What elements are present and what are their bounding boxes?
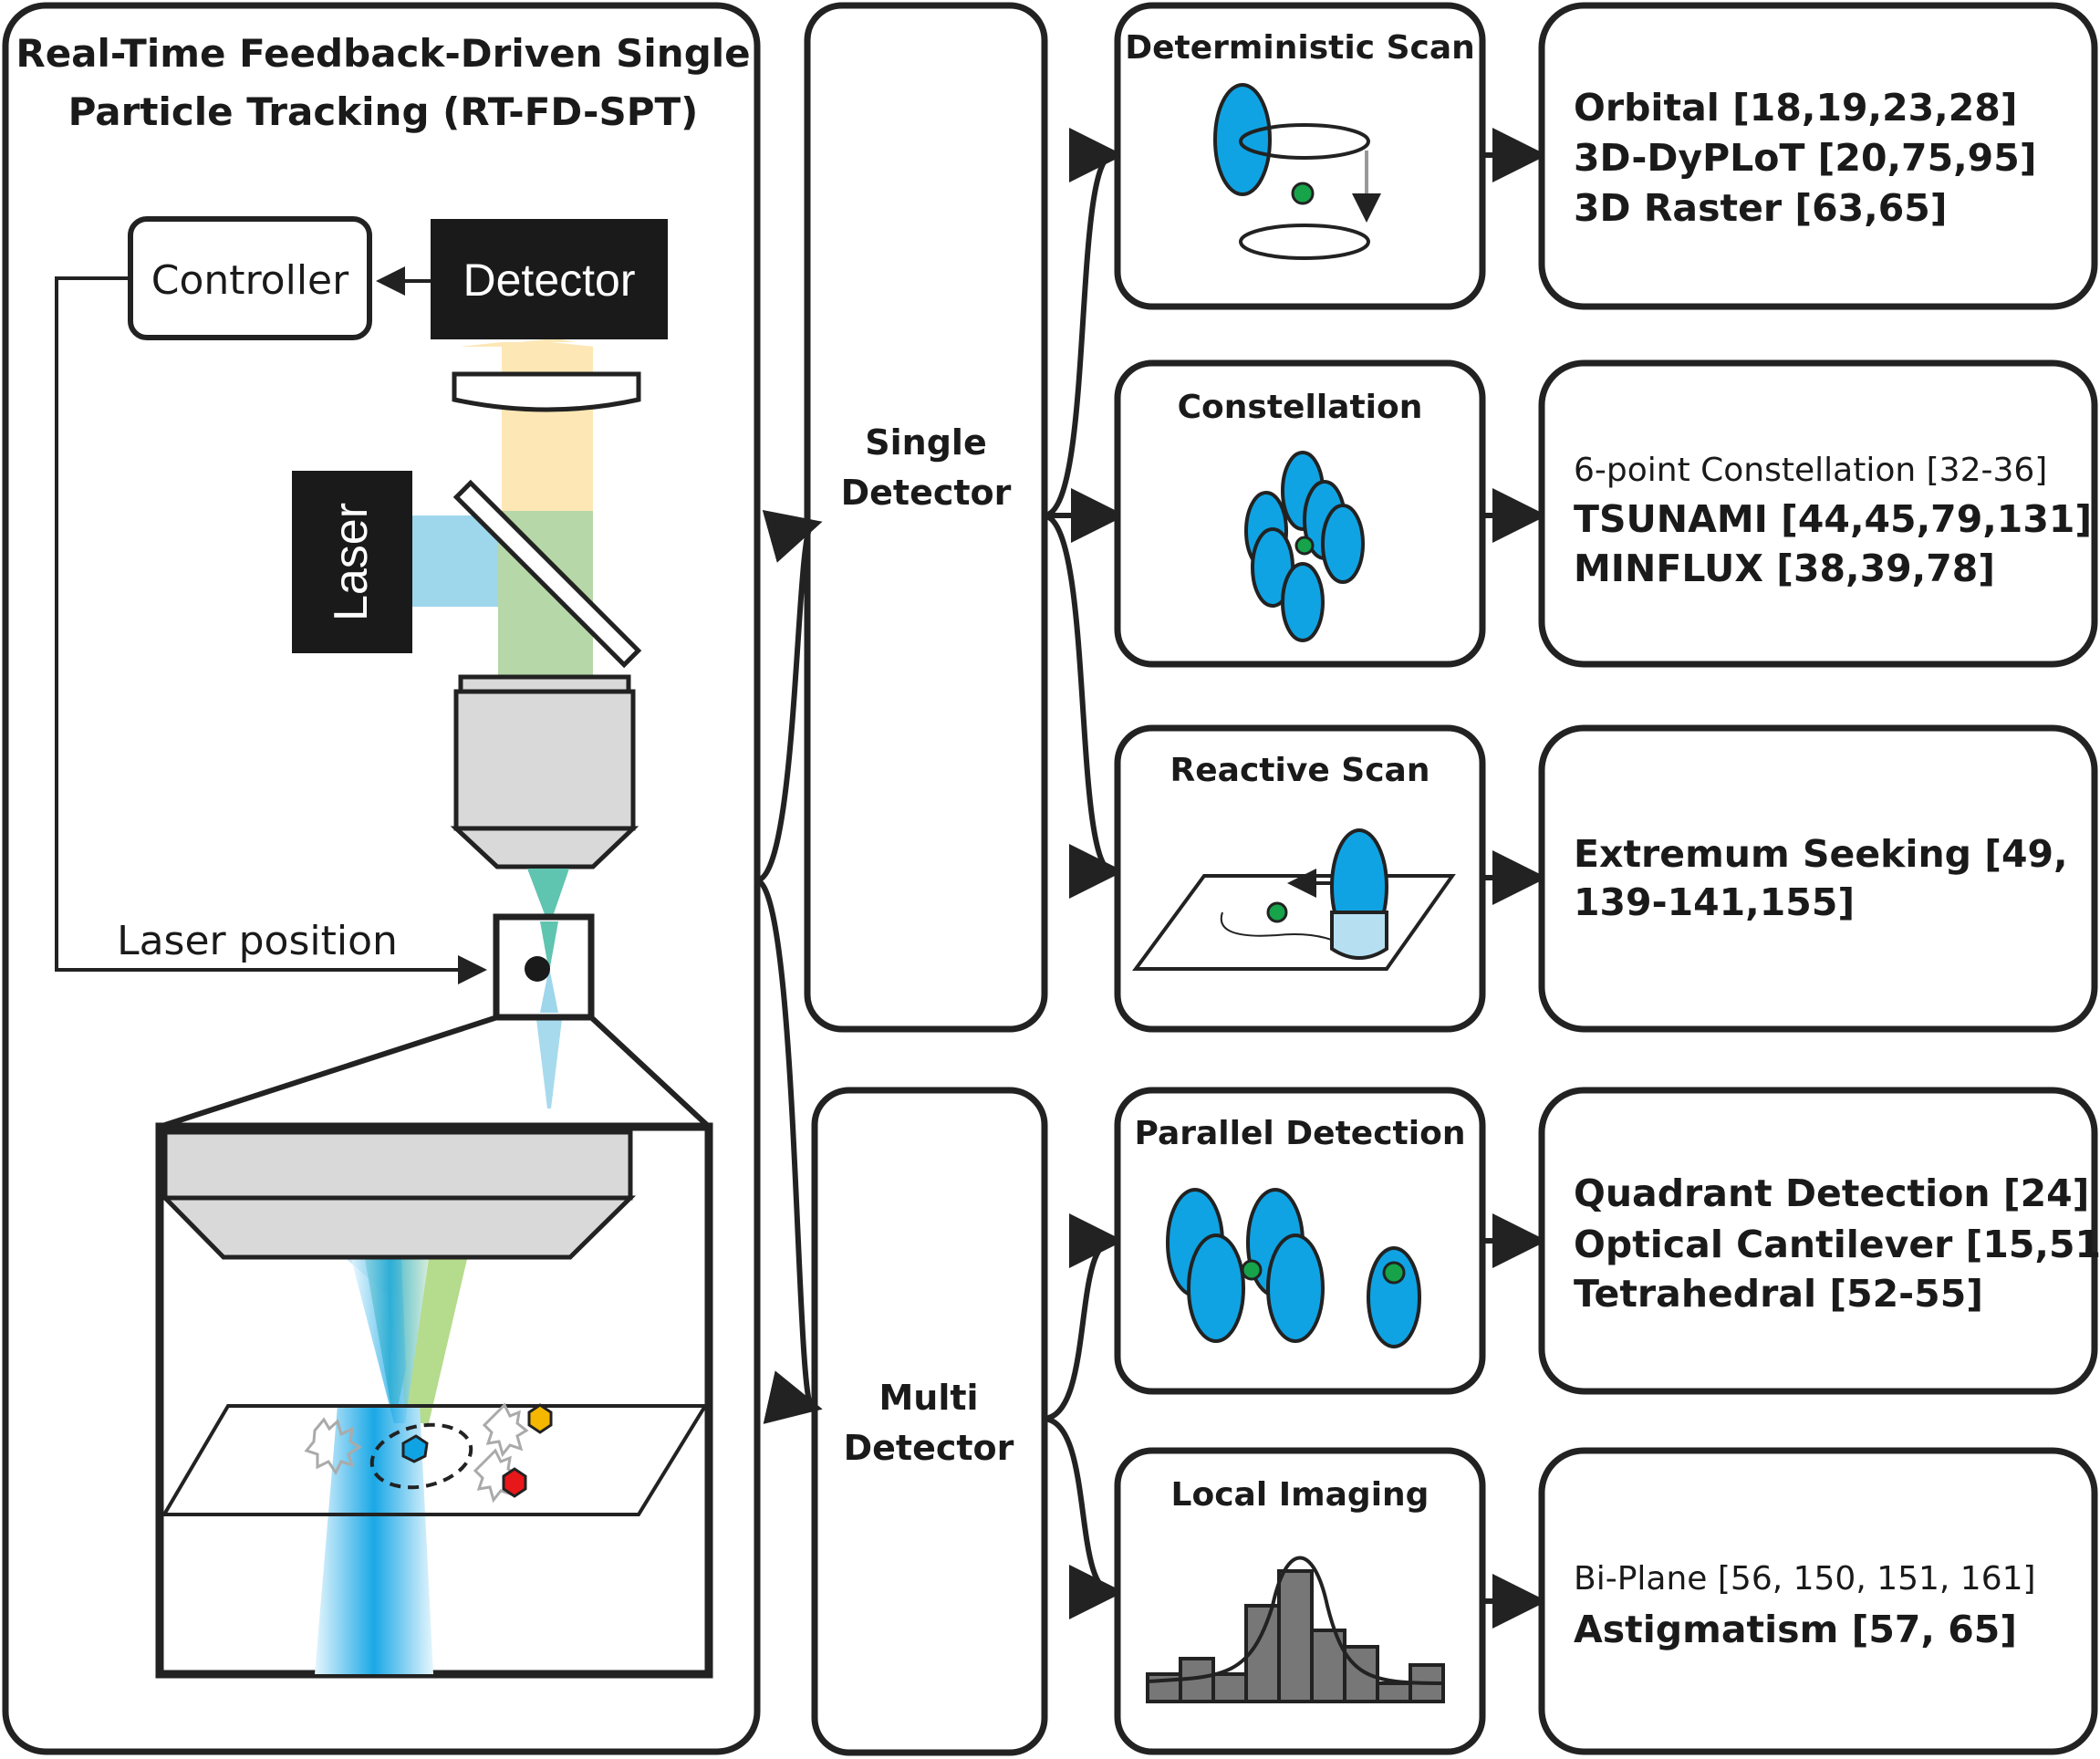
detector-box xyxy=(431,219,668,339)
panel-title-line1: Real-Time Feedback-Driven Single xyxy=(16,31,750,76)
focus-spot xyxy=(525,956,550,982)
single-detector-line1: Single xyxy=(865,422,986,463)
ref-line: Bi-Plane [56, 150, 151, 161] xyxy=(1574,1560,2036,1598)
detector-label: Detector xyxy=(463,255,636,306)
method-deterministic-scan: Deterministic Scan xyxy=(1114,2,1486,310)
left-panel: Real-Time Feedback-Driven Single Particl… xyxy=(2,2,761,1755)
refs-deterministic-scan: Orbital [18,19,23,28] 3D-DyPLoT [20,75,9… xyxy=(1538,2,2098,310)
zoom-line-left xyxy=(159,1015,498,1129)
single-detector-line2: Detector xyxy=(841,473,1012,513)
panel-title-line2: Particle Tracking (RT-FD-SPT) xyxy=(68,89,699,134)
ref-line: 139-141,155] xyxy=(1574,880,1855,924)
method-title: Reactive Scan xyxy=(1170,752,1430,789)
dichroic-mirror xyxy=(452,479,642,669)
method-title: Constellation xyxy=(1178,389,1423,426)
zoom-line-right xyxy=(588,1015,712,1129)
arrow-to-single-detector xyxy=(755,511,823,883)
single-detector-box xyxy=(804,2,1048,1033)
ref-line: TSUNAMI [44,45,79,131] xyxy=(1574,497,2092,541)
method-parallel-detection: Parallel Detection xyxy=(1114,1087,1486,1395)
method-reactive-scan: Reactive Scan xyxy=(1114,724,1486,1033)
ref-line: 3D Raster [63,65] xyxy=(1574,186,1948,230)
method-local-imaging: Local Imaging xyxy=(1114,1447,1486,1755)
ref-line: MINFLUX [38,39,78] xyxy=(1574,546,1995,590)
laser-label: Laser xyxy=(325,503,378,621)
laser-box xyxy=(292,471,412,653)
multi-detector-line1: Multi xyxy=(878,1378,978,1418)
yellow-particle xyxy=(527,1403,553,1434)
ref-line: Optical Cantilever [15,51] xyxy=(1574,1223,2100,1266)
ref-line: Quadrant Detection [24] xyxy=(1574,1171,2089,1215)
laser-position-label: Laser position xyxy=(117,918,398,964)
ref-line: Extremum Seeking [49, xyxy=(1574,832,2068,876)
focused-beam xyxy=(527,869,569,921)
arrow-to-multi-detector xyxy=(755,878,823,1423)
arrow-to-local-imaging xyxy=(1044,1416,1124,1619)
ref-line: Orbital [18,19,23,28] xyxy=(1574,86,2018,130)
arrow-to-parallel-detection xyxy=(1044,1213,1124,1421)
laser-position-feedback-line xyxy=(55,276,487,984)
multi-detector-box xyxy=(811,1087,1048,1756)
method-title: Deterministic Scan xyxy=(1125,29,1475,67)
tube-lens xyxy=(452,371,641,412)
arrow-to-reactive-scan xyxy=(1043,513,1124,899)
multi-detector-line2: Detector xyxy=(844,1428,1014,1468)
refs-local-imaging: Bi-Plane [56, 150, 151, 161] Astigmatism… xyxy=(1538,1447,2098,1755)
tracked-particle xyxy=(401,1434,429,1463)
ref-line: Astigmatism [57, 65] xyxy=(1574,1608,2017,1651)
ref-line: 6-point Constellation [32-36] xyxy=(1574,452,2047,489)
method-title: Parallel Detection xyxy=(1135,1115,1466,1152)
method-title: Local Imaging xyxy=(1171,1476,1429,1514)
controller-label: Controller xyxy=(151,257,349,304)
ref-line: Tetrahedral [52-55] xyxy=(1574,1272,1983,1316)
zoomed-sample-view xyxy=(155,1122,713,1679)
refs-reactive-scan: Extremum Seeking [49, 139-141,155] xyxy=(1538,724,2098,1033)
arrow-to-deterministic-scan xyxy=(1044,128,1124,518)
objective-lens xyxy=(450,674,639,869)
ref-line: 3D-DyPLoT [20,75,95] xyxy=(1574,136,2036,180)
refs-parallel-detection: Quadrant Detection [24] Optical Cantilev… xyxy=(1538,1087,2100,1395)
red-particle xyxy=(502,1467,527,1498)
refs-constellation: 6-point Constellation [32-36] TSUNAMI [4… xyxy=(1538,359,2098,668)
method-constellation: Constellation xyxy=(1114,359,1486,668)
